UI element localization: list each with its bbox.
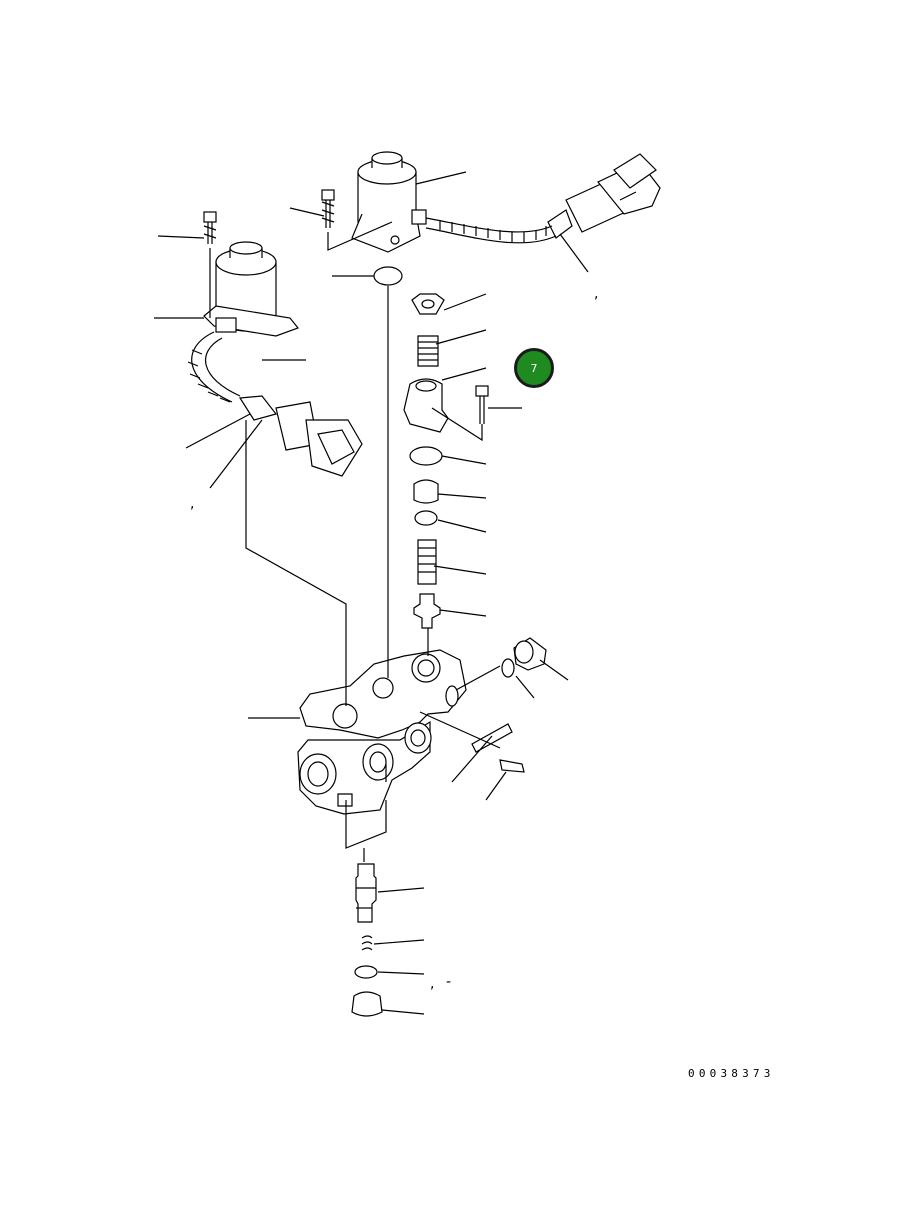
left-solenoid — [187, 211, 363, 477]
mark-comma-2: , — [190, 496, 194, 512]
callout-label: 7 — [530, 361, 538, 375]
valve-body — [297, 649, 467, 815]
mark-comma-1: , — [594, 286, 598, 302]
callout-badge[interactable]: 7 — [514, 348, 554, 388]
leader-lines — [154, 171, 589, 1015]
mark-comma-3: , — [430, 976, 434, 992]
bottom-parts — [351, 863, 383, 1017]
valve-parts-stack — [373, 266, 489, 629]
drawing-number: 00038373 — [688, 1067, 775, 1080]
side-parts — [419, 637, 547, 773]
mark-dash: - — [446, 974, 451, 990]
top-solenoid — [321, 151, 661, 253]
